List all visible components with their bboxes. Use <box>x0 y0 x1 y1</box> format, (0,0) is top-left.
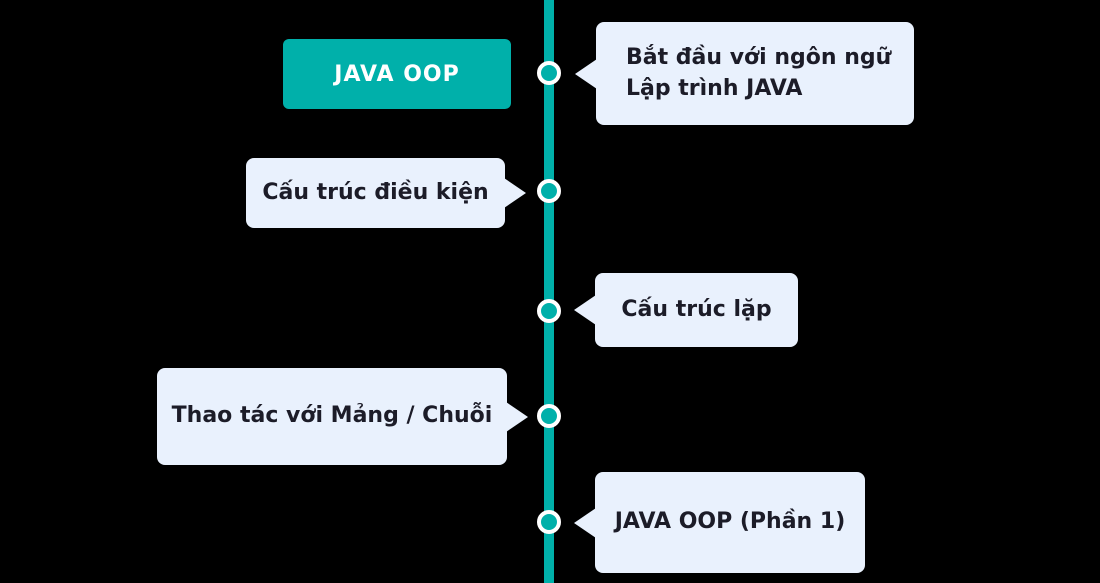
timeline-item-5-label: JAVA OOP (Phần 1) <box>614 509 846 535</box>
timeline-item-3: Cấu trúc lặp <box>574 273 798 347</box>
bubble-pointer-right-icon <box>504 178 526 208</box>
timeline-item-4-label: Thao tác với Mảng / Chuỗi <box>171 403 493 429</box>
bubble-pointer-left-icon <box>575 58 597 89</box>
bubble-pointer-left-icon <box>574 507 596 538</box>
timeline-node-4 <box>537 404 561 428</box>
timeline-item-2: Cấu trúc điều kiện <box>246 158 526 228</box>
timeline-node-5 <box>537 510 561 534</box>
timeline-title: JAVA OOP <box>334 61 460 87</box>
bubble-pointer-right-icon <box>506 401 528 432</box>
bubble-pointer-left-icon <box>574 295 596 325</box>
label-line-2: Lập trình JAVA <box>626 75 803 101</box>
label-line-1: Bắt đầu với ngôn ngữ <box>626 44 892 70</box>
timeline-node-1 <box>537 61 561 85</box>
timeline-title-badge: JAVA OOP <box>283 39 511 109</box>
timeline-node-3 <box>537 299 561 323</box>
timeline-line <box>544 0 554 583</box>
timeline-item-4: Thao tác với Mảng / Chuỗi <box>157 368 528 465</box>
timeline-node-2 <box>537 179 561 203</box>
timeline-item-5: JAVA OOP (Phần 1) <box>574 472 865 573</box>
timeline-item-2-label: Cấu trúc điều kiện <box>262 179 489 205</box>
timeline-item-1-label: Bắt đầu với ngôn ngữ Lập trình JAVA <box>626 43 891 105</box>
timeline-item-1: Bắt đầu với ngôn ngữ Lập trình JAVA <box>575 22 914 125</box>
timeline-item-3-label: Cấu trúc lặp <box>621 296 772 322</box>
